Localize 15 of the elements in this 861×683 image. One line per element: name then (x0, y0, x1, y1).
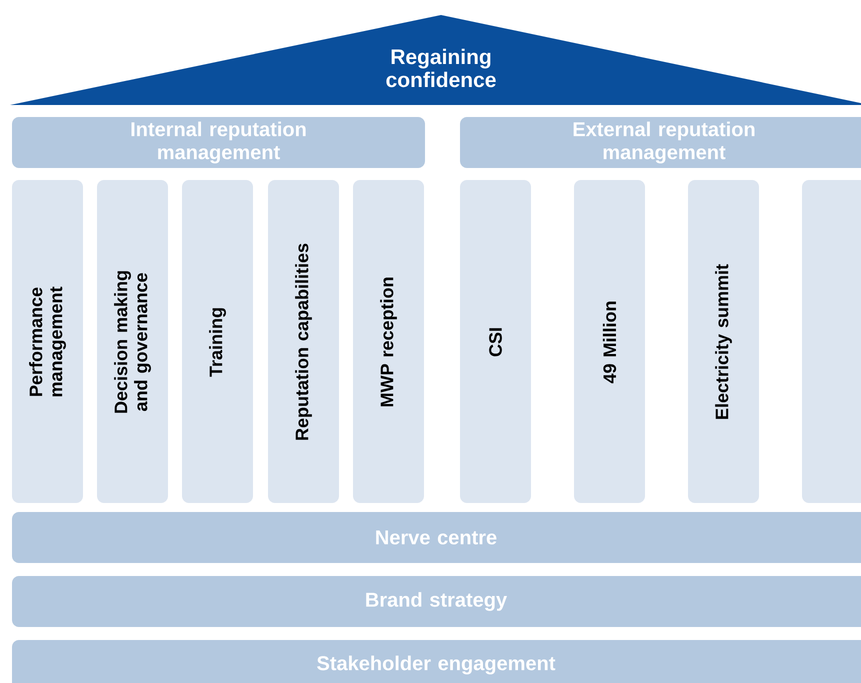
foundation-bar: Brand strategy (12, 576, 861, 627)
foundation-bar: Nerve centre (12, 512, 861, 563)
pillar-box: MWP reception (353, 180, 424, 503)
pillar-box: Training (182, 180, 253, 503)
header-bar: Internal reputation management (12, 117, 425, 168)
pillar-box: Performance management (12, 180, 83, 503)
pillar-box: CSI (460, 180, 531, 503)
roof-triangle: Regaining confidence (10, 15, 861, 105)
pillar-box (802, 180, 861, 503)
pillar-box: Electricity summit (688, 180, 759, 503)
pillar-box: Reputation capabilities (268, 180, 339, 503)
pillar-box: Decision making and governance (97, 180, 168, 503)
foundation-bar: Stakeholder engagement (12, 640, 861, 683)
header-bar: External reputation management (460, 117, 861, 168)
pillar-box: 49 Million (574, 180, 645, 503)
